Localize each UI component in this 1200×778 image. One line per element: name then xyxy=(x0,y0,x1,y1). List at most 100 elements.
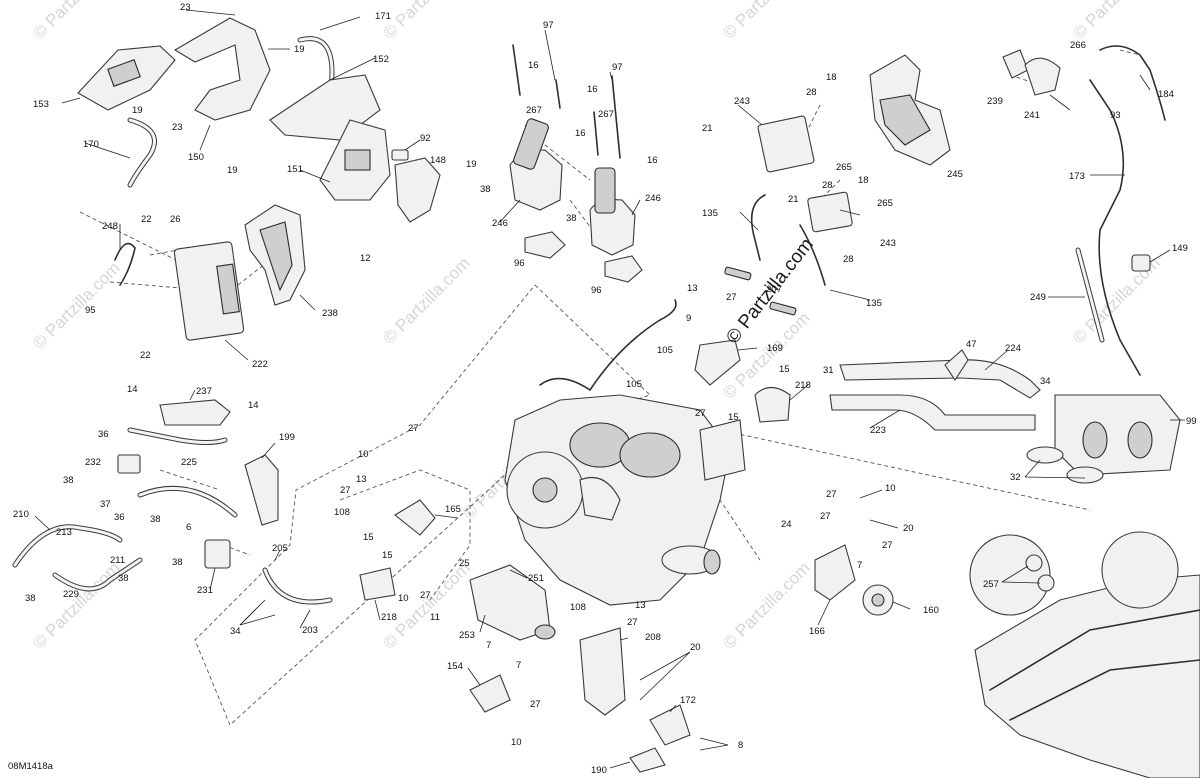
callout-16: 16 xyxy=(647,155,658,166)
ecu-connector xyxy=(216,263,240,315)
callout-15: 15 xyxy=(779,364,790,375)
callout-34: 34 xyxy=(230,626,241,637)
coil-246-right-body xyxy=(594,167,616,214)
plug-257-a xyxy=(1025,554,1043,572)
callout-7: 7 xyxy=(486,640,491,651)
assembly-dashed-lines xyxy=(79,49,1141,726)
gasket-96-left xyxy=(524,231,566,259)
callout-249: 249 xyxy=(1030,292,1046,303)
callout-135: 135 xyxy=(702,208,718,219)
sensor-241 xyxy=(1024,57,1061,96)
callout-36: 36 xyxy=(114,512,125,523)
callout-27: 27 xyxy=(882,540,893,551)
panel-153-opening xyxy=(107,59,141,87)
bolt-97-b xyxy=(555,79,561,109)
grommet-149 xyxy=(1131,254,1151,272)
mount-165 xyxy=(394,499,436,536)
frame-tube-a xyxy=(989,609,1200,691)
callout-38: 38 xyxy=(480,184,491,195)
callout-23: 23 xyxy=(180,2,191,13)
callout-245: 245 xyxy=(947,169,963,180)
callout-15: 15 xyxy=(363,532,374,543)
callout-27: 27 xyxy=(420,590,431,601)
spark-plug-wire-135-a xyxy=(750,194,766,261)
callout-232: 232 xyxy=(85,457,101,468)
callout-165: 165 xyxy=(445,504,461,515)
callout-7: 7 xyxy=(516,660,521,671)
clip-92 xyxy=(391,149,409,161)
callout-257: 257 xyxy=(983,579,999,590)
starter-mount-group xyxy=(359,499,691,773)
callout-246: 246 xyxy=(492,218,508,229)
callout-241: 241 xyxy=(1024,110,1040,121)
callout-251: 251 xyxy=(528,573,544,584)
callout-36: 36 xyxy=(98,429,109,440)
callout-160: 160 xyxy=(923,605,939,616)
callout-92: 92 xyxy=(420,133,431,144)
callout-27: 27 xyxy=(408,423,419,434)
callout-15: 15 xyxy=(728,412,739,423)
callout-38: 38 xyxy=(172,557,183,568)
clamp-32-b xyxy=(1066,466,1104,484)
callout-224: 224 xyxy=(1005,343,1021,354)
callout-151: 151 xyxy=(287,164,303,175)
hose-210-inner xyxy=(13,525,122,567)
mount-208 xyxy=(579,627,626,716)
callout-10: 10 xyxy=(398,593,409,604)
callout-38: 38 xyxy=(150,514,161,525)
callout-13: 13 xyxy=(687,283,698,294)
callout-26: 26 xyxy=(170,214,181,225)
engine-harness xyxy=(539,299,677,392)
callout-218: 218 xyxy=(381,612,397,623)
callout-237: 237 xyxy=(196,386,212,397)
frame-view-group xyxy=(969,531,1200,778)
coil-246-left-body xyxy=(513,118,549,170)
callout-210: 210 xyxy=(13,509,29,520)
callout-154: 154 xyxy=(447,661,463,672)
callout-32: 32 xyxy=(1010,472,1021,483)
callout-211: 211 xyxy=(110,555,125,566)
callout-22: 22 xyxy=(141,214,152,225)
frame-tube-b xyxy=(1009,659,1200,721)
callout-97: 97 xyxy=(612,62,623,73)
callout-21: 21 xyxy=(702,123,713,134)
callout-199: 199 xyxy=(279,432,295,443)
callout-19: 19 xyxy=(227,165,238,176)
hose-6-inner xyxy=(138,486,237,517)
callout-105: 105 xyxy=(626,379,642,390)
hose-170-inner xyxy=(128,118,156,187)
hose-249-inner xyxy=(1076,248,1104,342)
callout-108: 108 xyxy=(570,602,586,613)
callout-16: 16 xyxy=(587,84,598,95)
callout-170: 170 xyxy=(83,139,99,150)
watermark-text: © Partzilla.com xyxy=(379,0,473,43)
engine-output-shaft-end xyxy=(703,549,721,575)
callout-10: 10 xyxy=(511,737,522,748)
callout-149: 149 xyxy=(1172,243,1188,254)
callout-265: 265 xyxy=(877,198,893,209)
callout-225: 225 xyxy=(181,457,197,468)
bracket-237 xyxy=(159,399,231,426)
callout-19: 19 xyxy=(132,105,143,116)
callout-96: 96 xyxy=(514,258,525,269)
clamp-32-a xyxy=(1026,446,1064,464)
callout-11: 11 xyxy=(430,612,440,623)
callout-21: 21 xyxy=(788,194,799,205)
callout-246: 246 xyxy=(645,193,661,204)
harness-173 xyxy=(1089,79,1141,376)
callout-38: 38 xyxy=(118,573,129,584)
callout-95: 95 xyxy=(85,305,96,316)
callout-231: 231 xyxy=(197,585,213,596)
spark-plug-207-a xyxy=(724,266,752,281)
starter-gear xyxy=(534,624,556,640)
mount-218-upper xyxy=(754,386,791,423)
ecu-mount-238-rib xyxy=(259,221,293,292)
callout-22: 22 xyxy=(140,350,151,361)
mount-166 xyxy=(814,544,856,601)
callout-166: 166 xyxy=(809,626,825,637)
watermark-text: © Partzilla.com xyxy=(29,558,123,652)
bracket-23 xyxy=(173,17,271,121)
ecu-group xyxy=(114,204,306,341)
callout-28: 28 xyxy=(822,180,833,191)
